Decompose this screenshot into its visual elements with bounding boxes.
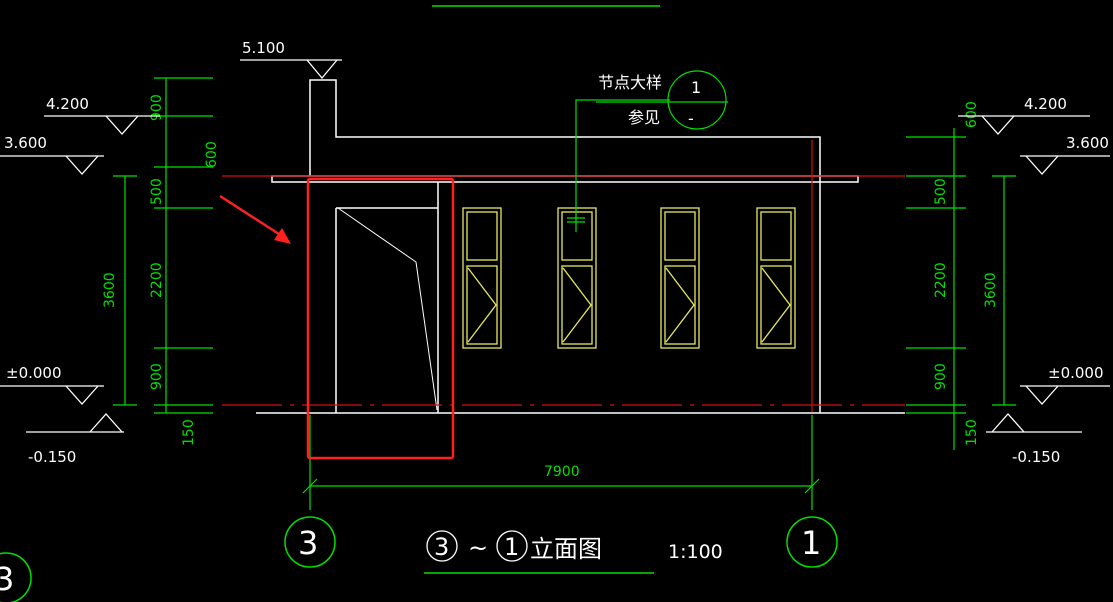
right-dim-500: 500 bbox=[933, 178, 949, 205]
level-right-neg: -0.150 bbox=[1012, 448, 1060, 466]
right-dim-150: 150 bbox=[964, 419, 980, 446]
right-dimensions bbox=[906, 128, 1016, 450]
axis-bubble-left bbox=[284, 516, 336, 568]
window-4 bbox=[756, 207, 796, 349]
window-3 bbox=[660, 207, 700, 349]
title-block bbox=[426, 530, 528, 562]
level-left-zero: ±0.000 bbox=[6, 364, 62, 382]
left-dim-500: 500 bbox=[149, 178, 165, 205]
right-dim-900: 900 bbox=[933, 363, 949, 390]
highlight-box bbox=[306, 177, 455, 460]
level-right-4200: 4.200 bbox=[1024, 95, 1067, 113]
level-right-zero: ±0.000 bbox=[1048, 364, 1104, 382]
parapet bbox=[309, 79, 821, 413]
windows bbox=[462, 207, 796, 349]
leader-line bbox=[575, 99, 670, 232]
axis-bubbles bbox=[0, 516, 838, 602]
center-lines bbox=[222, 140, 905, 412]
axis-label-right: 1 bbox=[801, 524, 821, 562]
level-left-4200: 4.200 bbox=[46, 95, 89, 113]
left-dim-3600: 3600 bbox=[102, 272, 118, 308]
door-swing bbox=[337, 207, 438, 411]
title-separator: ~ bbox=[468, 534, 488, 562]
left-dim-600: 600 bbox=[204, 141, 220, 168]
detail-label-1: 节点大样 bbox=[598, 73, 662, 92]
axis-bubble-right bbox=[786, 516, 838, 568]
building-outline bbox=[256, 79, 905, 414]
right-dim-3600: 3600 bbox=[983, 272, 999, 308]
level-left-neg: -0.150 bbox=[28, 448, 76, 466]
detail-circle bbox=[667, 70, 727, 130]
left-dim-150: 150 bbox=[181, 419, 197, 446]
title-from-axis: 3 bbox=[434, 533, 449, 561]
detail-leader bbox=[567, 70, 728, 232]
left-dimensions bbox=[113, 77, 213, 414]
detail-sheet-ref: - bbox=[688, 109, 694, 128]
detail-label-2: 参见 bbox=[628, 108, 660, 127]
left-dim-900-bottom: 900 bbox=[149, 363, 165, 390]
title-circle-from bbox=[426, 530, 458, 562]
title-scale: 1:100 bbox=[668, 541, 723, 563]
title-circle-to bbox=[496, 530, 528, 562]
right-dim-600: 600 bbox=[964, 101, 980, 128]
axis-label-left: 3 bbox=[298, 524, 318, 562]
title-name: 立面图 bbox=[530, 535, 602, 563]
left-dim-900-top: 900 bbox=[149, 94, 165, 121]
highlight-arrow bbox=[219, 194, 291, 244]
window-2 bbox=[557, 207, 597, 349]
axis-label-partial: 3 bbox=[0, 560, 14, 598]
right-dim-2200: 2200 bbox=[933, 262, 949, 298]
level-top: 5.100 bbox=[242, 39, 285, 57]
axis-bubble-partial bbox=[0, 552, 32, 602]
width-dimension bbox=[302, 415, 820, 510]
left-dim-2200: 2200 bbox=[149, 262, 165, 298]
window-1 bbox=[462, 207, 502, 349]
width-dim-7900: 7900 bbox=[544, 464, 580, 480]
level-markers bbox=[0, 59, 1110, 433]
level-right-3600: 3.600 bbox=[1066, 134, 1109, 152]
title-to-axis: 1 bbox=[504, 533, 519, 561]
level-left-3600: 3.600 bbox=[4, 134, 47, 152]
detail-number: 1 bbox=[691, 78, 701, 97]
